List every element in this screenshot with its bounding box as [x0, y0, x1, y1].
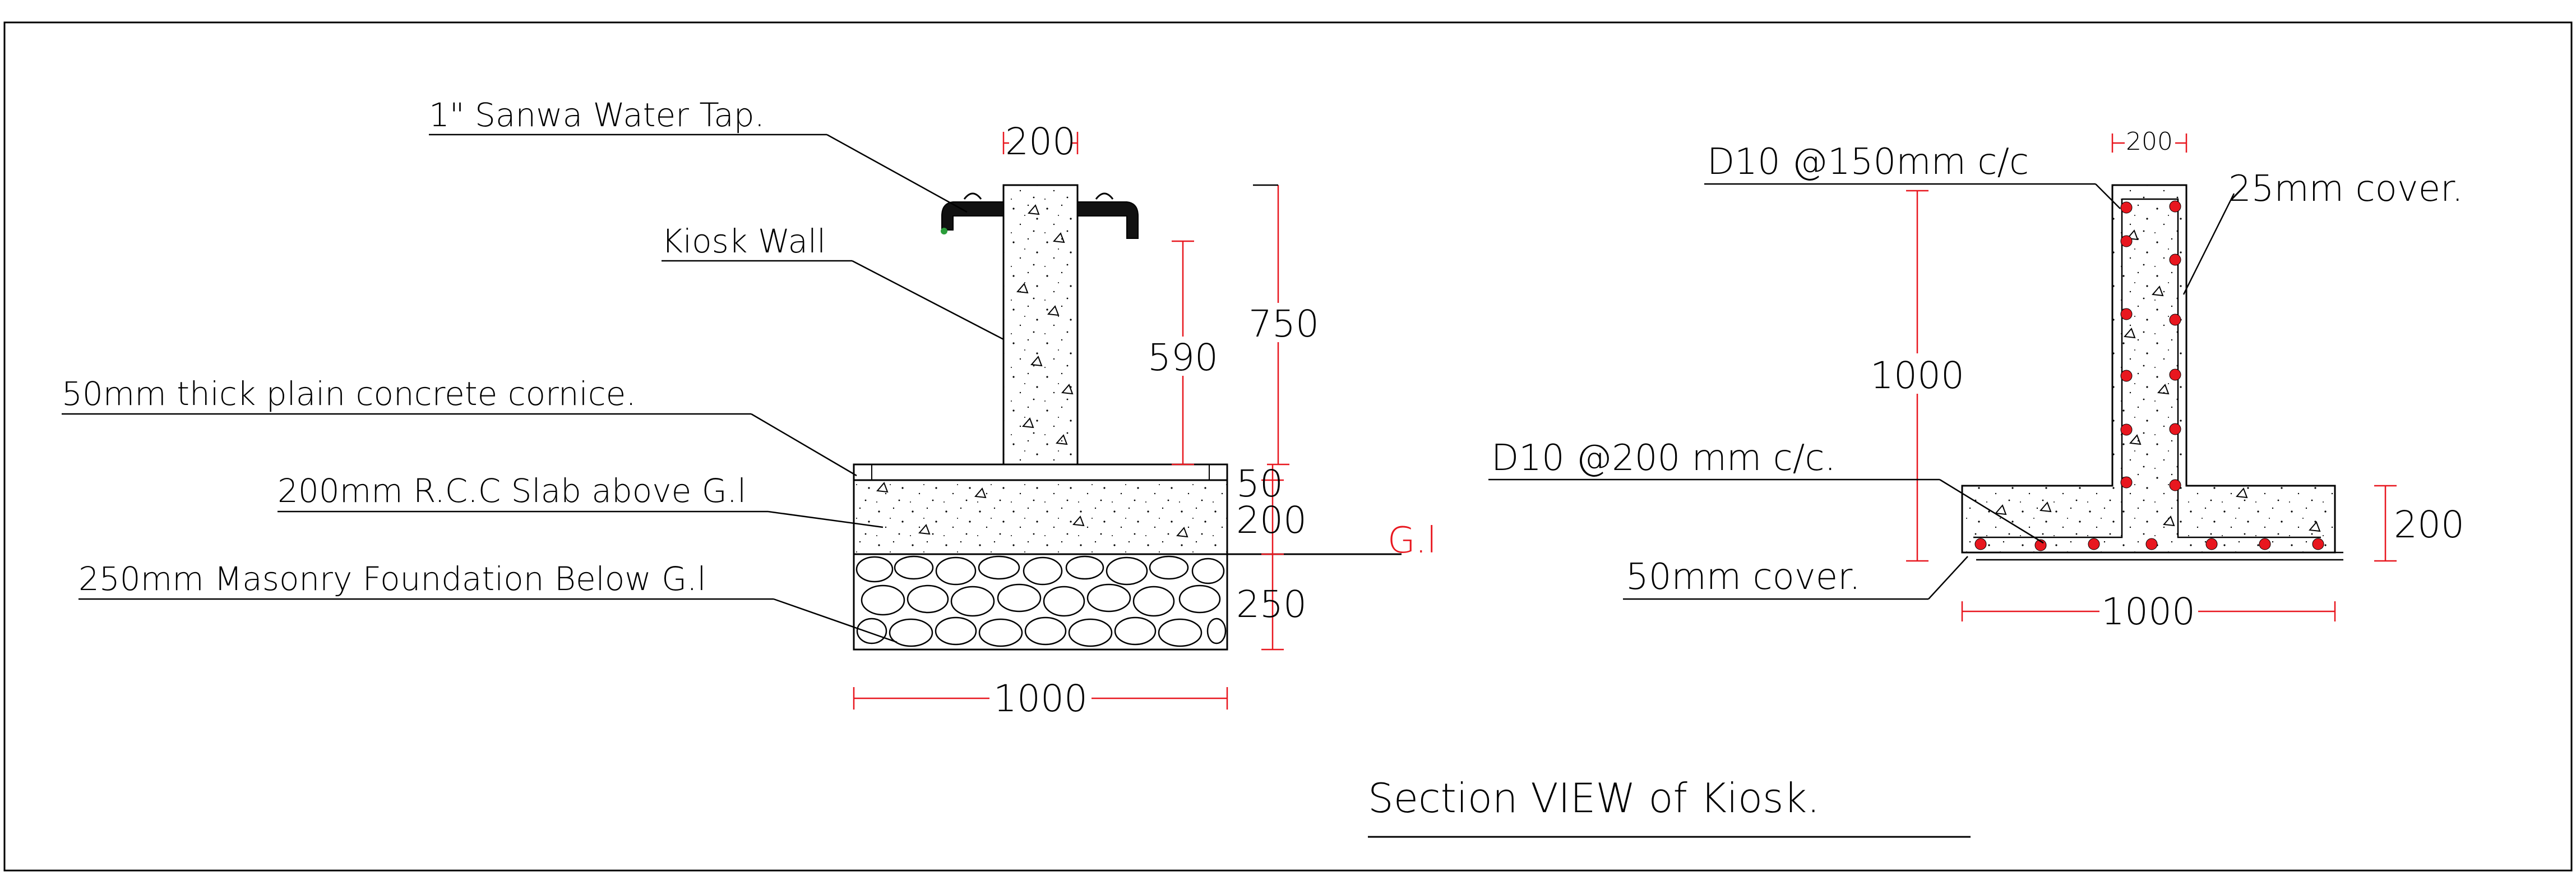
dim-right-wall-width: 200: [2111, 127, 2187, 156]
callout-horizontal-bars-label: D10 @200 mm c/c.: [1491, 438, 1836, 479]
callout-cornice-label: 50mm thick plain concrete cornice.: [62, 375, 636, 413]
dim-total-height: 750: [1242, 184, 1320, 466]
callout-cover-top-label: 25mm cover.: [2228, 168, 2463, 210]
callout-cover-bottom-label: 50mm cover.: [1626, 556, 1861, 598]
callout-vertical-bars: D10 @150mm c/c: [1704, 141, 2121, 209]
dim-right-slab-text: 200: [2394, 503, 2464, 546]
right-section: 200 1000 200 1000 D10: [1488, 127, 2464, 633]
callout-tap-label: 1" Sanwa Water Tap.: [429, 96, 765, 134]
dim-right-height-text: 1000: [1870, 354, 1964, 397]
callout-vertical-bars-label: D10 @150mm c/c: [1707, 141, 2029, 183]
callout-horizontal-bars: D10 @200 mm c/c.: [1488, 438, 2044, 544]
kiosk-wall: [1002, 184, 1079, 466]
dim-right-height: 1000: [1870, 190, 1964, 562]
callout-slab: 200mm R.C.C Slab above G.l: [278, 472, 884, 528]
dim-slab-chain: 50 200 250: [1236, 462, 1307, 651]
callout-foundation: 250mm Masonry Foundation Below G.l: [78, 560, 898, 643]
callout-wall: Kiosk Wall: [662, 222, 1004, 340]
callout-tap: 1" Sanwa Water Tap.: [429, 96, 968, 213]
masonry-foundation: [853, 553, 1228, 651]
drawing-title: Section VIEW of Kiosk.: [1368, 775, 1971, 838]
concrete-cornice: [853, 463, 1228, 481]
dim-slab-text: 200: [1236, 499, 1307, 542]
callout-foundation-label: 250mm Masonry Foundation Below G.l: [78, 560, 706, 598]
wall-aggregate: [1016, 204, 1074, 445]
drawing-frame: [3, 21, 2573, 872]
callout-cornice: 50mm thick plain concrete cornice.: [62, 375, 857, 477]
rcc-slab: [853, 479, 1228, 555]
dim-wall-width-text: 200: [1005, 120, 1076, 163]
left-section: G.l 200 590 750: [62, 96, 1437, 720]
rebar-dots: [1974, 200, 2324, 551]
dim-wall-height: 590: [1144, 240, 1222, 466]
dim-cornice-text: 50: [1236, 462, 1283, 505]
dim-right-base-width-text: 1000: [2101, 590, 2195, 633]
dim-foundation-text: 250: [1236, 583, 1307, 626]
masonry-stones: [855, 555, 1227, 647]
callout-wall-label: Kiosk Wall: [662, 222, 826, 260]
dim-right-wall-width-text: 200: [2126, 127, 2173, 156]
dim-base-width: 1000: [853, 676, 1228, 720]
dim-right-base-width: 1000: [1961, 590, 2336, 633]
water-tap-right: [1077, 192, 1139, 239]
ground-level-label: G.l: [1388, 520, 1437, 561]
dim-total-height-text: 750: [1248, 302, 1319, 346]
rcc-wall-slab-outline: [1961, 184, 2336, 554]
dim-right-slab: 200: [2374, 485, 2464, 562]
dim-wall-height-text: 590: [1148, 336, 1218, 379]
callout-cover-top: 25mm cover.: [2182, 168, 2463, 295]
drawing-title-text: Section VIEW of Kiosk.: [1368, 775, 1820, 822]
water-tap-left: [941, 192, 1004, 234]
dim-wall-width: 200: [1002, 120, 1079, 163]
callout-cover-bottom: 50mm cover.: [1623, 556, 1968, 600]
dim-base-width-text: 1000: [993, 677, 1088, 720]
callout-slab-label: 200mm R.C.C Slab above G.l: [278, 472, 746, 510]
